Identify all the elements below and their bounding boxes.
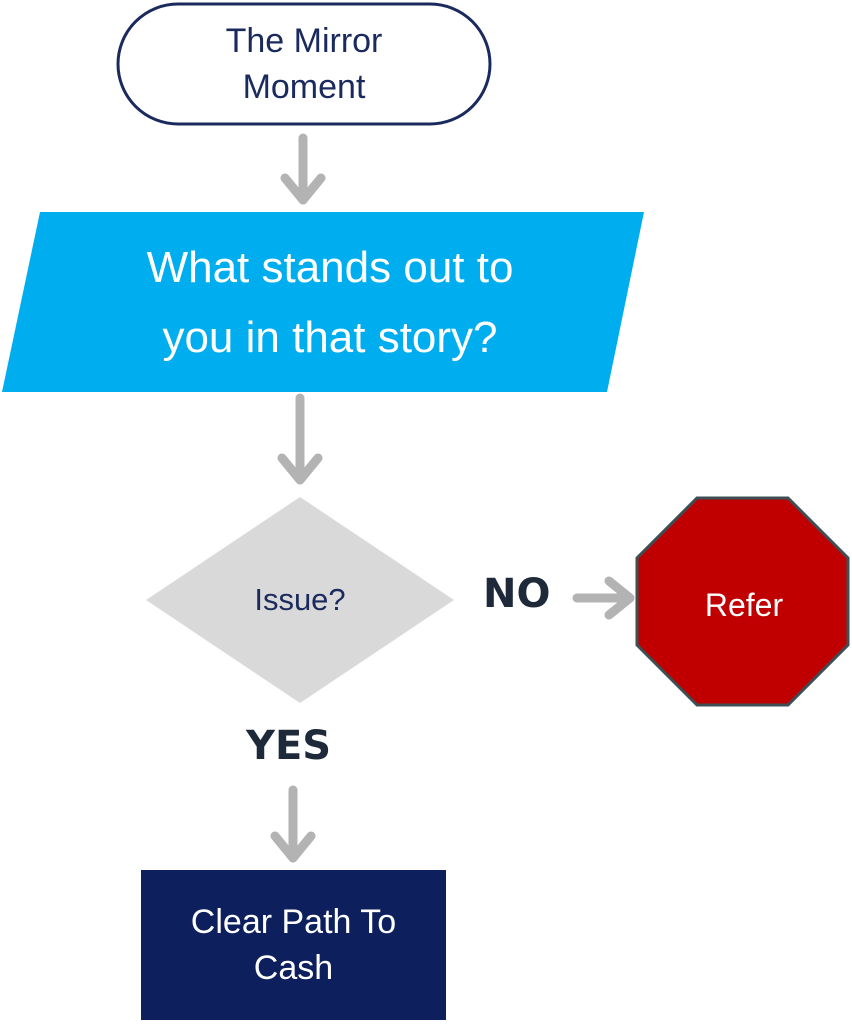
end-process-box-shape	[141, 870, 446, 1020]
yes-branch-label: YES	[246, 723, 332, 769]
start-terminator-shape	[116, 2, 492, 126]
arrow-question-to-decision	[277, 393, 323, 485]
arrow-no-to-refer	[572, 576, 635, 620]
decision-diamond-shape	[146, 497, 454, 703]
question-parallelogram-shape	[2, 212, 644, 392]
question-label: What stands out to you in that story?	[146, 242, 514, 362]
arrow-yes-to-end	[270, 785, 316, 863]
stop-octagon-shape	[635, 496, 850, 707]
decision-label: Issue?	[254, 582, 346, 617]
no-branch-label: NO	[483, 571, 551, 617]
start-terminator-label: The Mirror Moment	[225, 22, 383, 106]
refer-label: Refer	[704, 586, 784, 623]
end-process-label: Clear Path To Cash	[190, 903, 397, 987]
arrow-start-to-question	[280, 133, 326, 205]
